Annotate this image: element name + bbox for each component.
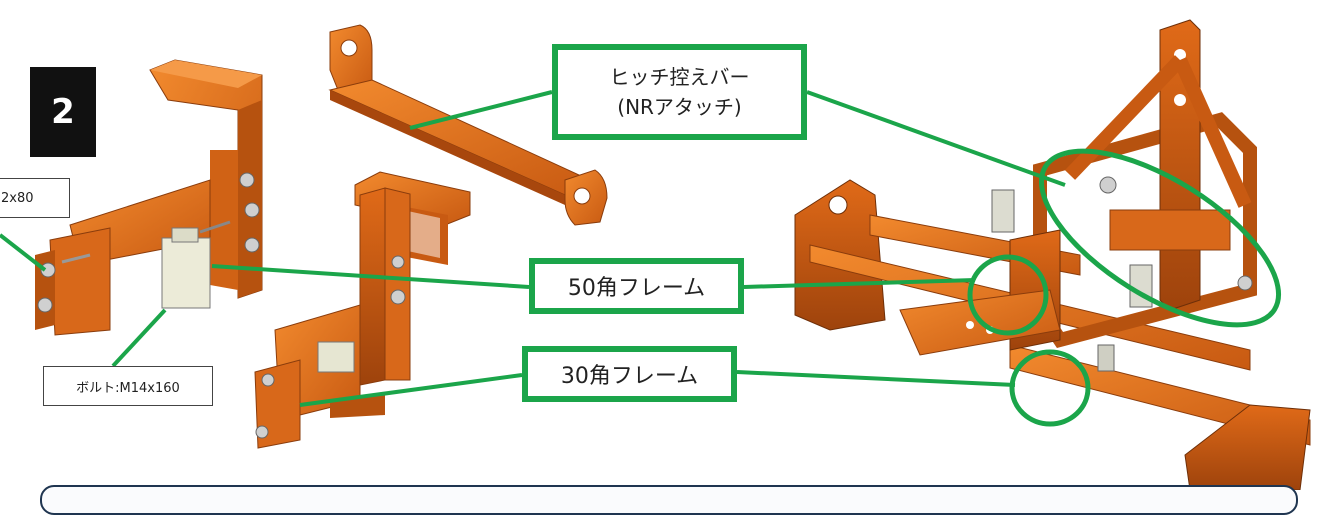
frame-50-callout: 50角フレーム xyxy=(529,258,744,314)
hitch-bar-callout: ヒッチ控えバー (NRアタッチ) xyxy=(552,44,807,140)
hitch-bar-part xyxy=(328,24,608,226)
left-bracket-part xyxy=(35,59,263,336)
frame-30-label: 30角フレーム xyxy=(560,364,699,389)
hitch-leader-left xyxy=(409,90,553,130)
hitch-highlight-circle xyxy=(1038,148,1282,328)
bolt-partial-callout: 2x80 xyxy=(0,178,70,218)
frame30-highlight-circle xyxy=(1009,349,1091,427)
bolt-leader xyxy=(111,308,167,368)
hitch-leader-right xyxy=(806,90,1066,187)
frame50-highlight-circle xyxy=(967,254,1049,336)
bolt-m14-callout: ボルト:M14x160 xyxy=(43,366,213,406)
assembly-diagram xyxy=(0,19,1311,490)
hitch-bar-sublabel: (NRアタッチ) xyxy=(617,95,742,119)
bolt-m14-label: ボルト:M14x160 xyxy=(76,380,180,396)
middle-bracket-part xyxy=(254,171,471,449)
frame30-leader-left xyxy=(299,373,523,407)
bolt2-leader xyxy=(0,233,47,272)
callout-graphics xyxy=(0,90,1282,427)
frame50-leader-right xyxy=(743,278,976,289)
frame50-leader-left xyxy=(211,264,530,289)
machine-assembly xyxy=(794,19,1311,490)
frame30-leader-right xyxy=(736,370,1016,387)
hitch-bar-label: ヒッチ控えバー xyxy=(609,65,750,89)
frame-50-label: 50角フレーム xyxy=(567,276,706,301)
frame-30-callout: 30角フレーム xyxy=(522,346,737,402)
step-number-badge: 2 xyxy=(30,67,96,157)
bolt-partial-label: 2x80 xyxy=(1,190,34,206)
